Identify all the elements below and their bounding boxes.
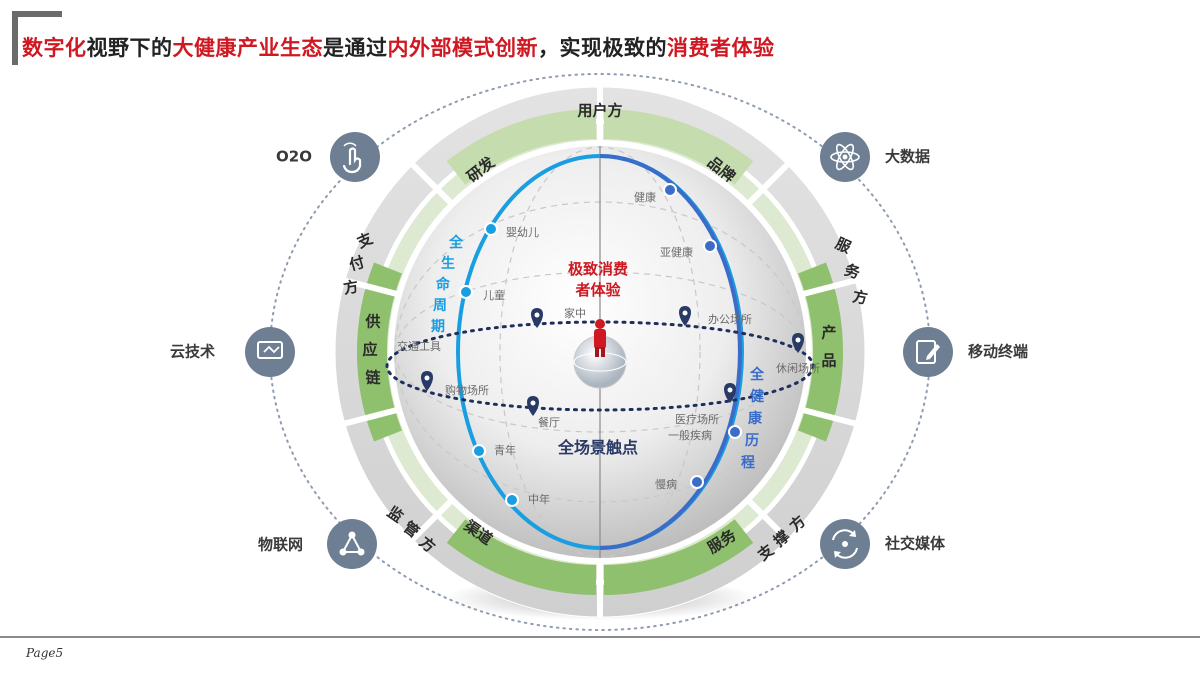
title-text-3: ，实现极致的 [538,36,667,60]
consumer-figure-icon [573,319,627,389]
inner-label-supply-chain: 供 应 链 [362,313,381,387]
big-data-atom-icon [820,132,870,182]
svg-text:方: 方 [342,277,360,297]
svg-text:品: 品 [821,352,836,370]
place-medical: 医疗场所 [675,412,719,426]
health-course-label: 全 健 康 历 程 [741,366,765,471]
svg-text:程: 程 [741,455,755,471]
mobile-terminal-icon [903,327,953,377]
social-media-icon [820,519,870,569]
footer-divider [0,636,1200,638]
health-course-path [599,154,742,550]
stage-healthy: 健康 [634,190,656,204]
iot-network-icon [327,519,377,569]
inner-label-product: 产 品 [821,324,836,370]
tech-label-big-data: 大数据 [885,148,930,166]
tech-label-iot: 物联网 [258,536,303,554]
stage-child: 儿童 [483,288,505,302]
svg-text:链: 链 [365,369,381,387]
svg-text:生: 生 [441,255,455,272]
center-label-line1: 极致消费 [568,260,628,278]
tech-label-o2o: O2O [276,148,312,166]
stage-youth: 青年 [494,443,516,457]
place-leisure: 休闲场所 [776,361,820,375]
location-pins [421,306,804,416]
stage-middle-age: 中年 [528,492,550,506]
life-cycle-label: 全 生 命 周 期 [431,234,464,335]
pin-home-icon [531,308,543,328]
stage-infant: 婴幼儿 [506,226,539,239]
pin-restaurant-icon [527,396,539,416]
title-highlight-innovation: 内外部模式创新 [387,36,538,60]
title-highlight-experience: 消费者体验 [667,36,775,60]
center-label-line2: 者体验 [575,281,621,299]
svg-text:康: 康 [748,410,763,427]
stage-common-disease: 一般疾病 [668,428,712,442]
tech-label-cloud: 云技术 [170,343,215,361]
page-number: Page5 [26,646,64,660]
svg-text:应: 应 [362,341,377,359]
stage-sub-healthy: 亚健康 [660,245,693,259]
o2o-touch-icon [330,132,380,182]
svg-text:供: 供 [364,313,380,331]
pin-shopping-icon [421,371,433,391]
svg-text:期: 期 [431,319,445,335]
title-text-1: 视野下的 [86,36,173,60]
stage-chronic-disease: 慢病 [655,477,677,491]
tech-label-mobile: 移动终端 [968,343,1028,361]
outer-label-user: 用户方 [577,102,622,120]
title-text-2: 是通过 [323,36,388,60]
ring-dividers [342,87,858,617]
channel-arc [446,519,597,595]
place-transport: 交通工具 [397,339,441,353]
touchpoints-label: 全场景触点 [557,438,638,457]
svg-text:全: 全 [448,234,464,251]
page-title: 数字化视野下的大健康产业生态是通过内外部模式创新，实现极致的消费者体验 [22,32,775,62]
pin-office-icon [679,306,691,326]
place-shopping: 购物场所 [445,383,489,397]
place-home: 家中 [564,306,586,320]
svg-text:务: 务 [842,261,863,283]
place-restaurant: 餐厅 [538,415,560,429]
pin-hospital-icon [724,383,736,403]
title-highlight-industry: 大健康产业生态 [172,36,323,60]
health-stage-dots [663,183,742,489]
svg-text:付: 付 [347,253,366,274]
title-highlight-digital: 数字化 [22,36,87,60]
svg-text:周: 周 [433,298,447,314]
cloud-tech-icon [245,327,295,377]
place-office: 办公场所 [708,312,752,326]
svg-text:命: 命 [435,276,451,293]
life-stage-dots [459,222,519,507]
service-arc [603,519,754,595]
title-bracket-decoration [12,11,62,65]
pin-leisure-icon [792,333,804,353]
svg-text:历: 历 [745,433,759,449]
svg-text:方: 方 [851,287,869,307]
svg-text:产: 产 [821,324,836,342]
svg-text:全: 全 [749,366,765,383]
svg-text:健: 健 [750,388,764,405]
tech-label-social: 社交媒体 [884,535,946,553]
